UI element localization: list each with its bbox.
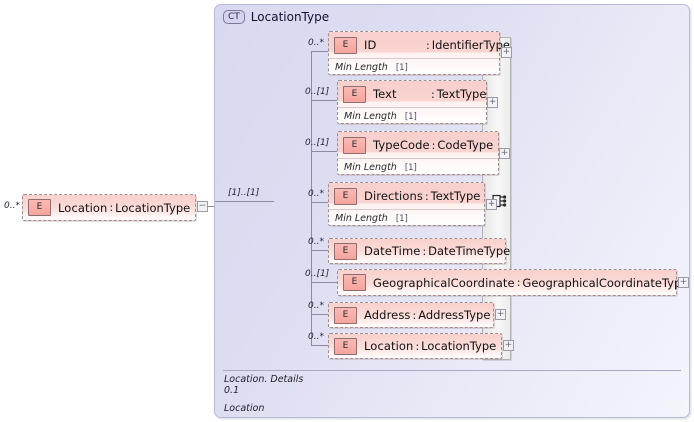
element-type: AddressType	[418, 308, 491, 322]
complextype-title: LocationType	[250, 10, 330, 24]
complextype-badge: CT	[223, 10, 245, 24]
expand-toggle-typecode[interactable]: +	[499, 148, 510, 159]
annotation-line-1: Location. Details	[224, 374, 304, 385]
element-name: Text	[373, 87, 397, 101]
connector-branch-text	[311, 100, 337, 101]
facet-occurrence: [1]	[395, 214, 408, 224]
element-icon: E	[334, 306, 357, 324]
element-separator: :	[426, 38, 430, 52]
element-icon: E	[334, 36, 357, 54]
element-name: TypeCode	[373, 138, 430, 152]
element-name: GeographicalCoordinate	[373, 275, 515, 290]
expand-toggle-text[interactable]: +	[487, 97, 498, 108]
facet-label: Min Length	[335, 62, 388, 73]
cardinality-location: 0..*	[308, 332, 324, 342]
expand-toggle-geographicalcoordinate[interactable]: +	[678, 277, 689, 288]
element-icon: E	[343, 136, 366, 154]
expand-toggle-address[interactable]: +	[495, 309, 506, 320]
element-icon: E	[334, 242, 357, 260]
element-icon: E	[334, 187, 357, 205]
element-box-geographicalcoordinate[interactable]: E GeographicalCoordinate : GeographicalC…	[337, 269, 688, 296]
connector-branch-directions	[311, 202, 328, 203]
element-icon: E	[28, 199, 51, 216]
cardinality-geocoordinate: 0..[1]	[305, 269, 330, 279]
annotation-line-2: 0.1	[224, 385, 240, 396]
element-box-text[interactable]: E Text : TextType Min Length [1]	[337, 80, 487, 124]
facet-label: Min Length	[335, 213, 388, 224]
root-cardinality: 0..*	[4, 201, 20, 211]
connector-spine	[311, 51, 312, 345]
element-name: DateTime	[364, 244, 421, 258]
element-icon: E	[343, 274, 366, 291]
complextype-container-locationtype: CT LocationType [1]..[1] 0..* E ID : Ide…	[214, 4, 690, 418]
element-box-typecode[interactable]: E TypeCode : CodeType Min Length [1]	[337, 131, 499, 175]
element-name: ID	[364, 38, 377, 52]
element-separator: :	[516, 276, 521, 289]
element-separator: :	[415, 339, 420, 353]
cardinality-address: 0..*	[308, 301, 324, 311]
element-box-id[interactable]: E ID : IdentifierType Min Length [1]	[328, 31, 510, 76]
connector-branch-address	[311, 314, 328, 315]
connector-branch-typecode	[311, 151, 337, 152]
facet-occurrence: [1]	[404, 163, 417, 173]
expand-toggle-id[interactable]: +	[501, 47, 512, 58]
facet-label: Min Length	[344, 111, 397, 122]
connector-into-sequence	[215, 201, 268, 202]
facet-label: Min Length	[344, 162, 397, 173]
element-name: Directions	[364, 189, 423, 203]
element-box-address[interactable]: E Address : AddressType	[328, 302, 494, 328]
element-type: TextType	[430, 189, 481, 203]
facet-occurrence: [1]	[395, 63, 408, 73]
element-type: IdentifierType	[431, 38, 510, 52]
element-separator: :	[109, 201, 114, 214]
cardinality-datetime: 0..*	[308, 237, 324, 247]
annotation-line-3: Location	[224, 403, 265, 414]
element-name: Location	[364, 339, 414, 353]
root-element-group: 0..* E Location : LocationType −	[0, 186, 216, 228]
cardinality-id: 0..*	[308, 38, 324, 48]
connector-branch-location	[311, 345, 328, 346]
element-box-location-root[interactable]: E Location : LocationType	[22, 194, 196, 221]
facet-row-min-length: Min Length [1]	[338, 158, 498, 176]
cardinality-directions: 0..*	[308, 189, 324, 199]
element-type: DateTimeType	[428, 244, 511, 258]
element-box-directions[interactable]: E Directions : TextType Min Length [1]	[328, 182, 485, 226]
element-separator: :	[422, 244, 427, 258]
connector-branch-id	[311, 51, 328, 52]
element-type: LocationType	[115, 200, 191, 215]
element-type: GeographicalCoordinateType	[522, 275, 689, 290]
element-type: TextType	[436, 87, 487, 101]
cardinality-text: 0..[1]	[305, 87, 330, 97]
element-name: Address	[364, 308, 411, 322]
element-icon: E	[343, 85, 366, 103]
element-separator: :	[431, 87, 435, 101]
element-type: CodeType	[437, 138, 494, 152]
connector-root-to-type	[208, 206, 216, 207]
facet-row-min-length: Min Length [1]	[329, 58, 499, 76]
facet-occurrence: [1]	[404, 112, 417, 122]
element-separator: :	[431, 138, 436, 152]
connector-branch-datetime	[311, 250, 328, 251]
collapse-toggle-root[interactable]: −	[197, 201, 208, 212]
facet-row-min-length: Min Length [1]	[329, 209, 484, 227]
expand-toggle-directions[interactable]: +	[486, 199, 497, 210]
expand-toggle-location-child[interactable]: +	[503, 340, 514, 351]
element-type: LocationType	[421, 339, 497, 353]
element-box-datetime[interactable]: E DateTime : DateTimeType	[328, 238, 510, 264]
cardinality-typecode: 0..[1]	[305, 138, 330, 148]
element-box-location-child[interactable]: E Location : LocationType	[328, 333, 502, 359]
facet-row-min-length: Min Length [1]	[338, 107, 486, 125]
connector-branch-geocoordinate	[311, 282, 337, 283]
connector-sequence-stub	[258, 201, 274, 202]
element-name: Location	[58, 200, 108, 215]
sequence-cardinality: [1]..[1]	[228, 188, 260, 198]
annotation-divider	[223, 370, 681, 371]
complextype-header: CT LocationType	[223, 10, 329, 24]
element-icon: E	[334, 337, 357, 355]
element-separator: :	[412, 308, 417, 322]
element-separator: :	[424, 189, 429, 203]
